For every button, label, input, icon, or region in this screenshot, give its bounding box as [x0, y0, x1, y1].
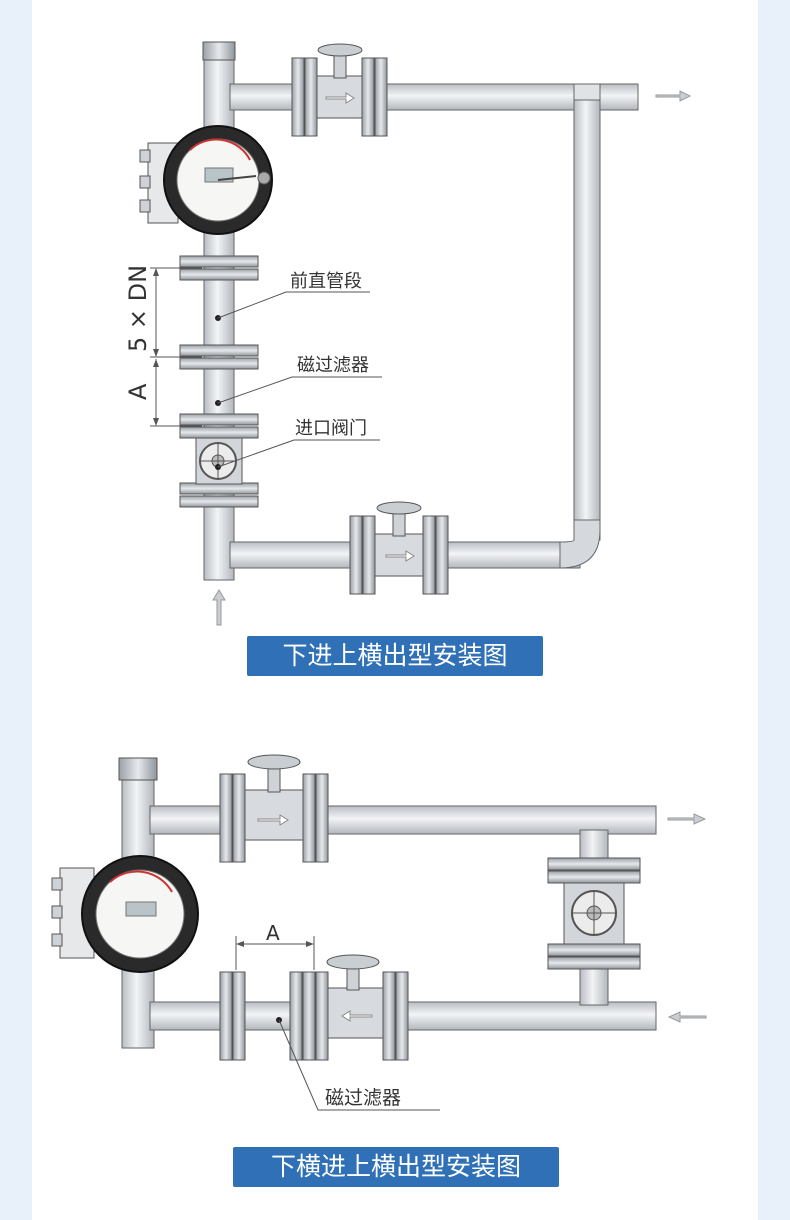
- right-vertical-pipe: [573, 99, 601, 541]
- flow-meter-2: [51, 855, 199, 973]
- inlet-arrow-icon: [212, 589, 226, 626]
- vertical-flanges: [179, 255, 259, 508]
- top-valve-2: [219, 754, 329, 863]
- caption-horizontal-inlet-outlet: 下横进上横出型安装图: [233, 1147, 559, 1187]
- leader-straight-pipe: [217, 291, 370, 319]
- label-filter: 磁过滤器: [297, 355, 369, 376]
- outlet-arrow-2-icon: [667, 813, 707, 825]
- top-bend: [573, 83, 601, 101]
- inlet-valve: [195, 437, 243, 485]
- caption-bottom-inlet-top-outlet: 下进上横出型安装图: [247, 636, 543, 676]
- dim-a-1: A: [124, 383, 152, 400]
- leader-filter-2: [278, 1019, 440, 1111]
- dim-a-2: A: [266, 921, 280, 945]
- top-cap: [202, 41, 236, 61]
- dimension-a-2: [235, 936, 315, 970]
- label-straight-pipe: 前直管段: [290, 271, 362, 292]
- bottom-bend: [559, 519, 601, 569]
- dim-5dn: 5 × DN: [124, 265, 152, 352]
- outlet-arrow-icon: [655, 90, 692, 102]
- inlet-arrow-2-icon: [667, 1011, 707, 1023]
- bypass-valve: [547, 857, 641, 970]
- leader-inlet-valve: [217, 439, 380, 468]
- leader-filter: [217, 376, 382, 404]
- dimension-markers: [150, 267, 202, 427]
- filter-flanges: [219, 971, 303, 1061]
- diagram-1: 前直管段 磁过滤器 进口阀门 5 × DN A: [124, 41, 692, 626]
- label-filter-2: 磁过滤器: [325, 1087, 401, 1109]
- bottom-valve-2: [302, 954, 409, 1061]
- flow-meter: [139, 125, 273, 235]
- label-inlet-valve: 进口阀门: [295, 418, 367, 439]
- junction-box-2-icon: [59, 867, 95, 959]
- meter-top-cap: [118, 757, 158, 781]
- bottom-gate-valve: [349, 501, 449, 595]
- diagram-2: A 磁过滤器: [51, 754, 707, 1111]
- top-gate-valve: [291, 43, 388, 137]
